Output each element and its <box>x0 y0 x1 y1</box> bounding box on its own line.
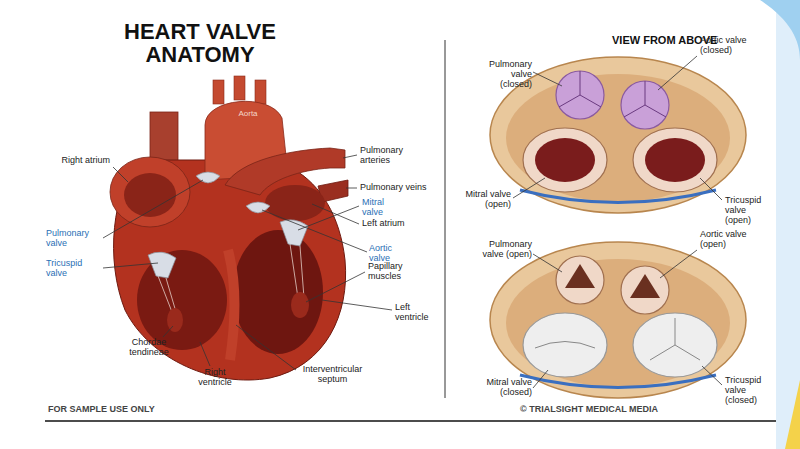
watermark-text: FOR SAMPLE USE ONLY <box>48 405 248 415</box>
part-label: Aortic valve (open) <box>700 230 760 250</box>
part-label: Pulmonary valve (closed) <box>478 60 532 90</box>
part-label: Right ventricle <box>190 368 240 388</box>
part-label: Tricuspid valve (closed) <box>725 376 773 406</box>
part-label: Right atrium <box>60 156 110 166</box>
part-label: Aortic valve <box>369 244 414 264</box>
part-label: Papillary muscles <box>368 262 423 282</box>
part-label: Aorta <box>228 110 268 119</box>
part-label: Tricuspid valve <box>46 259 102 279</box>
part-label: Mitral valve <box>362 198 402 218</box>
part-label: Chordae tendineae <box>120 338 178 358</box>
part-label: Mitral valve (closed) <box>476 378 532 398</box>
part-label: Mitral valve (open) <box>455 190 511 210</box>
part-label: Interventricular septum <box>290 365 375 385</box>
part-label: Left ventricle <box>395 303 440 323</box>
part-label: Aortic valve (closed) <box>700 36 760 56</box>
watermark-text: © TRIALSIGHT MEDICAL MEDIA <box>520 405 720 415</box>
part-label: Pulmonary arteries <box>360 146 415 166</box>
part-label: Pulmonary veins <box>360 183 430 193</box>
part-label: Pulmonary valve <box>46 229 102 249</box>
part-label: Pulmonary valve (open) <box>478 240 532 260</box>
part-label: Tricuspid valve (open) <box>725 196 773 226</box>
diagram-title: HEART VALVE ANATOMY <box>95 20 305 66</box>
part-label: Left atrium <box>362 219 422 229</box>
